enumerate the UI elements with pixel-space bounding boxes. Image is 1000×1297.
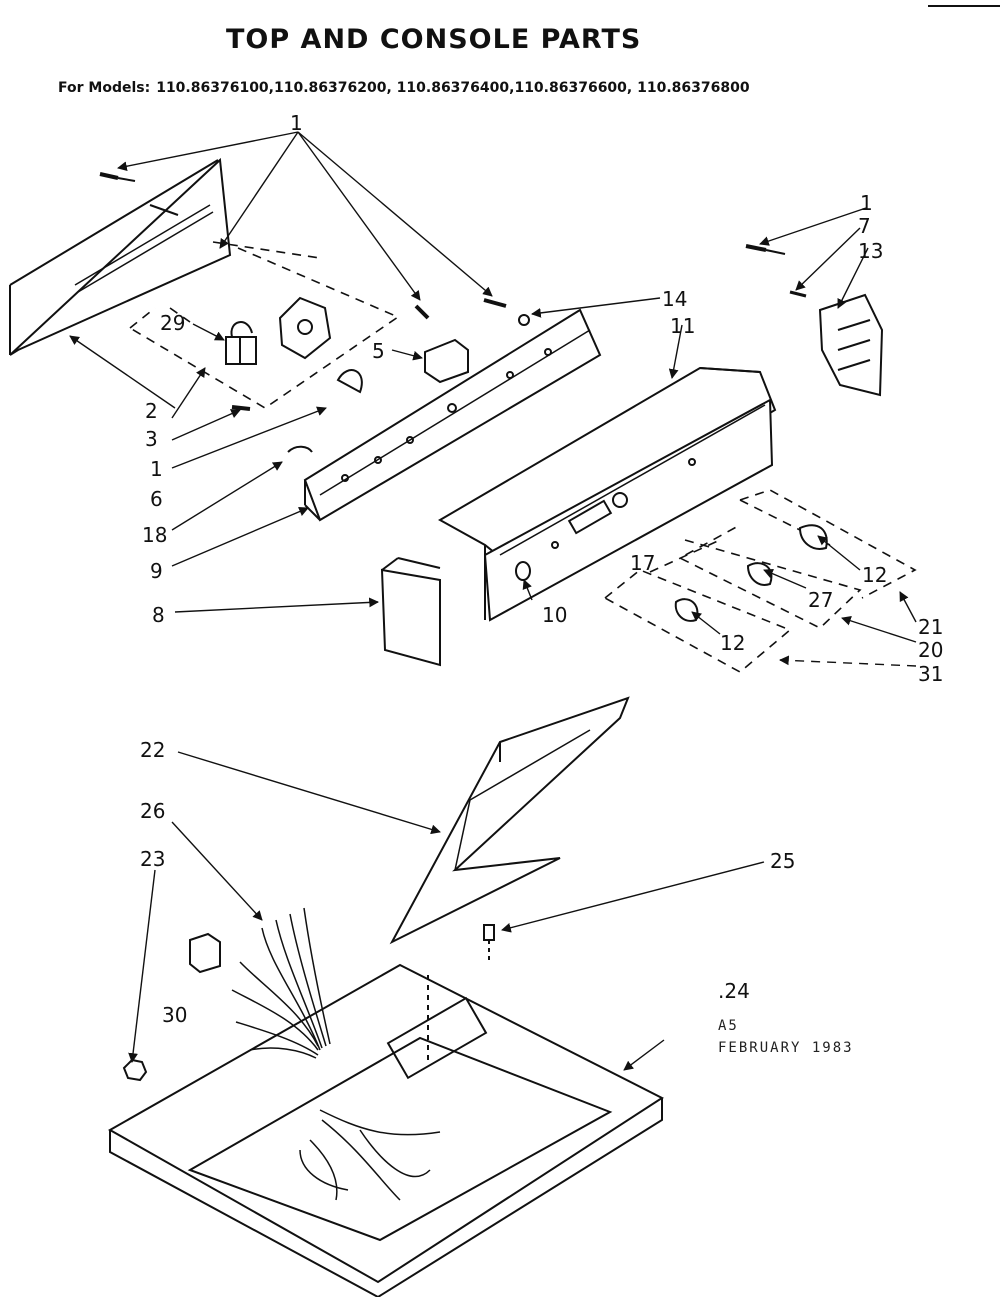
callout-1-left: 1 (150, 457, 163, 481)
callout-27: 27 (808, 588, 833, 612)
part-26-wire-harness (231, 907, 331, 1059)
callout-24: .24 (718, 979, 750, 1003)
callout-1-right: 1 (860, 191, 873, 215)
callout-23: 23 (140, 847, 165, 871)
callout-17: 17 (630, 551, 655, 575)
model-list-prefix: For Models: (58, 80, 151, 96)
model-numbers: 110.86376100,110.86376200, 110.86376400,… (156, 80, 750, 96)
console-parts-group (9, 157, 917, 673)
part-13-end-bracket (818, 293, 884, 397)
callout-2: 2 (145, 399, 158, 423)
callout-9: 9 (150, 559, 163, 583)
part-29-switch (225, 321, 257, 365)
callout-13: 13 (858, 239, 883, 263)
part-5-bracket (424, 338, 469, 384)
part-6-clip (336, 369, 363, 394)
part-18-spring (287, 445, 313, 453)
part-1-screw-b (231, 405, 251, 411)
callout-30: 30 (162, 1003, 187, 1027)
callout-12-lower: 12 (720, 631, 745, 655)
timer-motor (278, 296, 332, 360)
part-1-screw-a (99, 172, 136, 182)
leader-lines (69, 131, 917, 1071)
part-14-bolt (483, 298, 530, 326)
part-24-dryer-top (107, 963, 665, 1297)
part-2-back-panel (9, 157, 232, 356)
part-25-screw (483, 924, 495, 960)
corner-rule (928, 5, 1000, 7)
part-7-washer (789, 290, 807, 298)
part-12-knob-b (674, 598, 699, 622)
callout-12-right: 12 (862, 563, 887, 587)
part-11-console (437, 366, 777, 622)
callout-26: 26 (140, 799, 165, 823)
callout-10: 10 (542, 603, 567, 627)
callout-6: 6 (150, 487, 163, 511)
callout-29: 29 (160, 311, 185, 335)
callout-11: 11 (670, 314, 695, 338)
part-30-terminal-block (189, 932, 221, 974)
callout-25: 25 (770, 849, 795, 873)
part-27-knob (746, 562, 773, 586)
model-list: For Models: 110.86376100,110.86376200, 11… (58, 80, 756, 96)
revision-date: FEBRUARY 1983 (718, 1040, 854, 1056)
top-parts-group (107, 696, 665, 1297)
callout-1-top: 1 (290, 111, 303, 135)
part-22-lint-chute (389, 696, 630, 945)
callout-18: 18 (142, 523, 167, 547)
part-12-knob-a (798, 524, 828, 550)
callout-3: 3 (145, 427, 158, 451)
callout-20: 20 (918, 638, 943, 662)
internal-wiring (299, 1109, 441, 1201)
part-8-end-cap (380, 557, 441, 667)
part-1-screw-right (745, 244, 786, 255)
callout-labels: 1 2 3 1 6 18 9 8 29 5 14 11 1 7 13 10 17… (140, 111, 943, 1027)
revision-code: A5 (718, 1018, 739, 1034)
callout-8: 8 (152, 603, 165, 627)
part-1-clip-center (414, 304, 430, 320)
callout-14: 14 (662, 287, 687, 311)
part-23-nut (122, 1058, 148, 1082)
callout-7: 7 (858, 214, 871, 238)
diagram-title: TOP AND CONSOLE PARTS (226, 24, 642, 55)
part-3-mounting-plate-outline (129, 241, 400, 409)
callout-5: 5 (372, 339, 385, 363)
callout-22: 22 (140, 738, 165, 762)
callout-21: 21 (918, 615, 943, 639)
callout-31: 31 (918, 662, 943, 686)
